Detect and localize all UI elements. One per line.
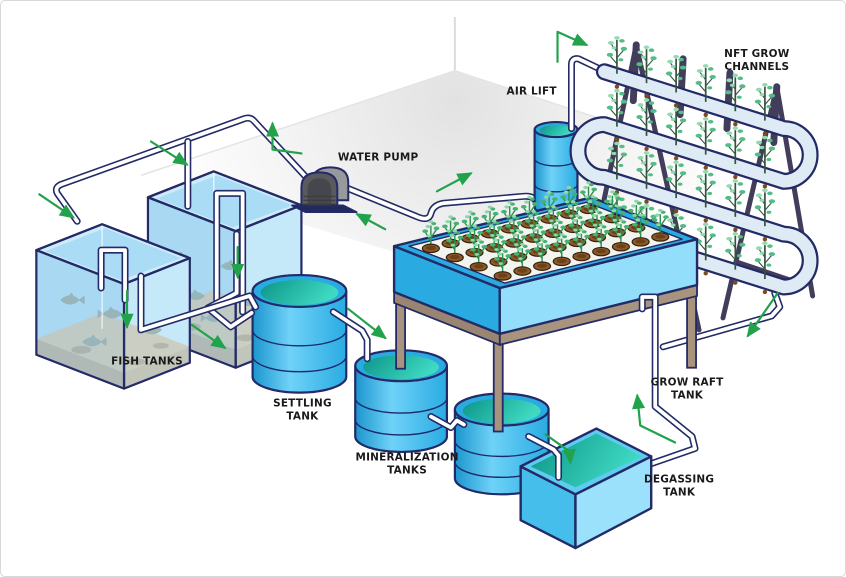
mineralization-label-line2: TANKS	[387, 464, 427, 476]
nft-root	[762, 289, 768, 295]
nft-root	[644, 199, 649, 204]
nft-root	[703, 218, 708, 223]
pipe-nft-drain	[659, 289, 784, 351]
nft-label-line1: NFT GROW	[724, 48, 790, 60]
nft-root	[733, 227, 738, 232]
nft-root	[762, 184, 768, 189]
raft-pot	[552, 256, 571, 267]
settling-tank	[251, 273, 348, 394]
nft-root	[614, 137, 620, 142]
degassing-label-line1: DEGASSING	[644, 473, 714, 485]
pipe-airlift-riser	[567, 55, 603, 133]
degassing-label-line2: TANK	[663, 486, 696, 498]
air-lift-label: AIR LIFT	[507, 86, 558, 98]
grow-raft-label-line1: GROW RAFT	[651, 377, 725, 389]
water-pump	[291, 166, 358, 214]
nft-root	[733, 280, 738, 285]
raft-pot	[533, 261, 552, 271]
pipe-min2-to-degassing	[525, 432, 563, 481]
fish-tanks-label: FISH TANKS	[111, 356, 183, 368]
nft-root	[762, 236, 768, 242]
nft-root	[644, 93, 649, 99]
grow-raft-label-line2: TANK	[671, 390, 704, 402]
raft-pot	[445, 252, 464, 263]
pipe-settling-to-min1	[329, 308, 371, 363]
nft-root	[673, 208, 679, 214]
nft-root	[703, 112, 708, 117]
nft-root	[614, 84, 620, 89]
raft-pot	[631, 237, 650, 247]
raft-pot	[611, 241, 630, 252]
settling-label-line1: SETTLING	[273, 398, 332, 410]
raft-pot	[572, 251, 591, 262]
nft-root	[762, 131, 768, 136]
nft-root	[733, 174, 738, 180]
flow-arrows	[38, 30, 779, 465]
nft-root	[644, 146, 649, 152]
nft-label-line2: CHANNELS	[724, 61, 789, 73]
raft-pot	[493, 271, 512, 281]
labels: WATER PUMP AIR LIFT NFT GROW CHANNELS FI…	[111, 48, 790, 498]
water-pump-label: WATER PUMP	[338, 151, 419, 163]
raft-pot	[421, 243, 440, 254]
tank-standpipes	[97, 189, 247, 316]
nft-root	[703, 165, 708, 170]
nft-root	[673, 103, 679, 108]
nft-root	[673, 156, 679, 161]
nft-root	[733, 121, 738, 127]
raft-pot	[513, 266, 532, 276]
pipe-growraft-drain	[638, 293, 699, 468]
raft-pot	[651, 232, 670, 242]
raft-pot	[592, 246, 611, 257]
mineralization-label-line1: MINERALIZATION	[355, 451, 458, 463]
nft-root	[703, 271, 708, 276]
raft-pot	[469, 261, 488, 272]
degassing-tank	[519, 427, 653, 550]
settling-label-line2: TANK	[286, 411, 319, 423]
pipe-min1-to-min2	[427, 413, 468, 432]
nft-grow-channels	[569, 63, 819, 296]
